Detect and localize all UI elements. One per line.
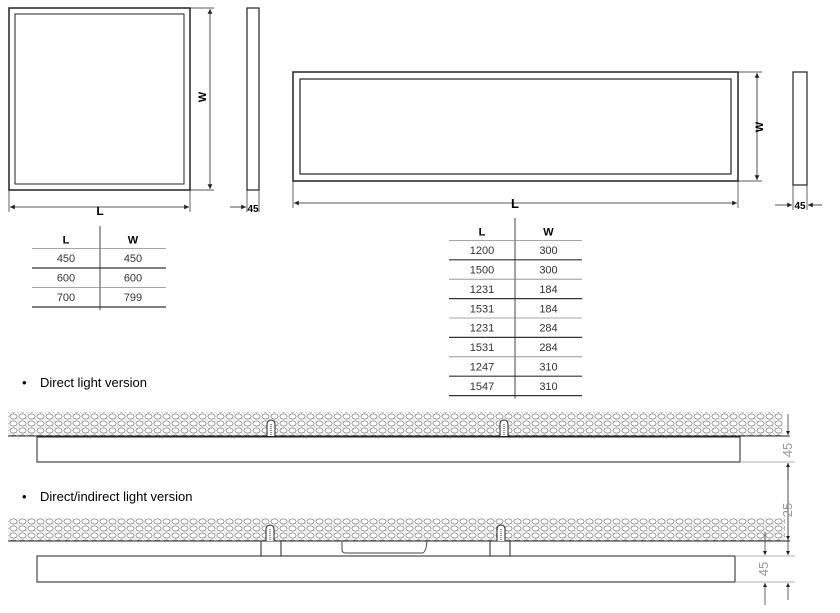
table-cell: 1547 [470, 381, 494, 393]
table-row: 1200 300 [470, 245, 558, 257]
table-row: 1531 284 [470, 342, 558, 354]
square-w-label: W [197, 91, 209, 102]
indirect-gap-label: 25 [780, 503, 795, 517]
table-header: L [63, 235, 70, 247]
square-h-label: 45 [247, 204, 259, 215]
direct-mount-drawing: 45 [8, 412, 795, 538]
rect-h-label: 45 [794, 201, 806, 212]
direct-h-label: 45 [780, 443, 795, 457]
ceiling-texture [8, 412, 783, 436]
rect-panel-side-view: 45 [775, 71, 822, 212]
screw-icon [266, 419, 276, 436]
table-cell: 284 [539, 323, 557, 335]
table-cell: 1231 [470, 284, 494, 296]
table-row: 600 600 [57, 273, 142, 285]
bullet: • [22, 375, 27, 390]
table-cell: 799 [124, 292, 142, 304]
section-indirect-title: Direct/indirect light version [40, 489, 192, 504]
screw-icon [496, 524, 506, 541]
table-cell: 310 [539, 381, 557, 393]
ceiling-texture [8, 518, 785, 541]
section-direct-title: Direct light version [40, 375, 147, 390]
table-row: 1531 184 [470, 303, 558, 315]
table-row: 1231 184 [470, 284, 558, 296]
rect-w-label: W [754, 121, 766, 132]
table-cell: 450 [57, 253, 75, 265]
indirect-h-label: 45 [756, 562, 771, 576]
table-cell: 310 [539, 361, 557, 373]
table-cell: 1500 [470, 264, 494, 276]
table-row: 700 799 [57, 292, 142, 304]
table-row: 1500 300 [470, 264, 558, 276]
table-header: W [128, 235, 139, 247]
table-cell: 450 [124, 253, 142, 265]
table-row: 450 450 [57, 253, 142, 265]
table-row: 1231 284 [470, 323, 558, 335]
screw-icon [499, 419, 509, 436]
table-cell: 300 [539, 245, 557, 257]
table-cell: 1247 [470, 361, 494, 373]
table-row: 1247 310 [470, 361, 558, 373]
table-cell: 600 [57, 273, 75, 285]
rect-panel-top-view: W L [292, 71, 766, 211]
rect-l-label: L [511, 196, 519, 211]
table-header: L [479, 227, 486, 239]
table-row: 1547 310 [470, 381, 558, 393]
bullet: • [22, 489, 27, 504]
table-cell: 184 [539, 284, 557, 296]
square-panel-side-view: 45 [230, 7, 260, 215]
table-cell: 1531 [470, 342, 494, 354]
table-cell: 1200 [470, 245, 494, 257]
table-cell: 600 [124, 273, 142, 285]
square-l-label: L [96, 204, 103, 218]
indirect-mount-drawing: 25 45 [8, 463, 795, 605]
square-panel-top-view: W L [8, 7, 214, 218]
table-header: W [543, 227, 554, 239]
table-cell: 284 [539, 342, 557, 354]
table-cell: 300 [539, 264, 557, 276]
table-cell: 184 [539, 303, 557, 315]
table-cell: 700 [57, 292, 75, 304]
screw-icon [265, 524, 275, 541]
table-cell: 1231 [470, 323, 494, 335]
table-cell: 1531 [470, 303, 494, 315]
table-square-sizes: L W 450 450 600 600 700 799 [32, 226, 166, 310]
